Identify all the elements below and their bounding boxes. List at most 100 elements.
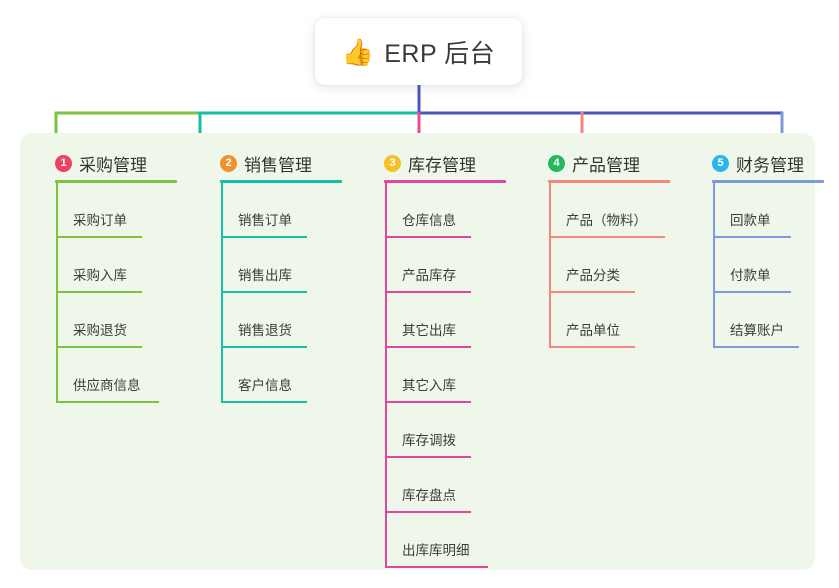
column-badge-icon: 4	[548, 154, 565, 172]
leaf-item[interactable]: 客户信息	[202, 348, 312, 403]
leaf-item-label: 客户信息	[238, 378, 292, 393]
column-spine	[56, 183, 58, 403]
root-node-card[interactable]: 👍 ERP 后台	[315, 18, 522, 85]
leaf-item[interactable]: 结算账户	[694, 293, 804, 348]
leaf-item-label: 回款单	[730, 213, 771, 228]
column-spine	[549, 183, 551, 348]
leaf-item[interactable]: 库存盘点	[366, 458, 476, 513]
column-header-2[interactable]: 2 销售管理	[202, 143, 342, 183]
column-items: 产品（物料） 产品分类产品单位	[530, 183, 665, 348]
column-badge-icon: 2	[220, 154, 237, 172]
leaf-item-rule	[713, 236, 791, 238]
leaf-item-label: 供应商信息	[73, 378, 141, 393]
leaf-item[interactable]: 其它出库	[366, 293, 476, 348]
leaf-item-label: 采购入库	[73, 268, 127, 283]
column-header-rule	[548, 180, 670, 183]
column-title: 产品管理	[572, 155, 640, 175]
leaf-item-rule	[549, 291, 635, 293]
leaf-item-label: 产品（物料）	[566, 213, 647, 228]
leaf-item-rule	[56, 401, 159, 403]
column-title: 库存管理	[408, 155, 476, 175]
leaf-item-label: 其它入库	[402, 378, 456, 393]
column-badge-icon: 3	[384, 154, 401, 172]
leaf-item-rule	[56, 291, 142, 293]
leaf-item-rule	[56, 236, 142, 238]
column-title: 销售管理	[244, 155, 312, 175]
leaf-item-label: 产品单位	[566, 323, 620, 338]
leaf-item[interactable]: 采购入库	[37, 238, 147, 293]
leaf-item-rule	[713, 291, 791, 293]
column-4: 4 产品管理产品（物料） 产品分类产品单位	[530, 143, 670, 348]
leaf-item[interactable]: 产品单位	[530, 293, 640, 348]
leaf-item[interactable]: 库存调拨	[366, 403, 476, 458]
column-5: 5 财务管理回款单付款单结算账户	[694, 143, 824, 348]
column-1: 1 采购管理采购订单采购入库采购退货供应商信息	[37, 143, 177, 403]
leaf-item-rule	[385, 236, 471, 238]
leaf-item[interactable]: 回款单	[694, 183, 804, 238]
column-2: 2 销售管理销售订单销售出库销售退货客户信息	[202, 143, 342, 403]
leaf-item[interactable]: 采购退货	[37, 293, 147, 348]
leaf-item-label: 销售出库	[238, 268, 292, 283]
thumbs-up-icon: 👍	[341, 36, 375, 67]
leaf-item-label: 付款单	[730, 268, 771, 283]
leaf-item-label: 产品分类	[566, 268, 620, 283]
leaf-item-rule	[221, 236, 307, 238]
column-header-3[interactable]: 3 库存管理	[366, 143, 506, 183]
leaf-item-label: 采购退货	[73, 323, 127, 338]
column-header-rule	[220, 180, 342, 183]
leaf-item-rule	[56, 346, 142, 348]
leaf-item[interactable]: 供应商信息	[37, 348, 159, 403]
leaf-item-rule	[385, 291, 471, 293]
leaf-item-label: 出库库明细	[402, 543, 470, 558]
leaf-item[interactable]: 销售订单	[202, 183, 312, 238]
column-3: 3 库存管理仓库信息产品库存其它出库其它入库库存调拨库存盘点出库库明细	[366, 143, 506, 568]
leaf-item-rule	[221, 401, 307, 403]
column-header-rule	[712, 180, 824, 183]
leaf-item-rule	[713, 346, 799, 348]
column-spine	[385, 183, 387, 568]
leaf-item[interactable]: 产品库存	[366, 238, 476, 293]
leaf-item[interactable]: 销售退货	[202, 293, 312, 348]
column-badge-icon: 1	[55, 154, 72, 172]
leaf-item[interactable]: 产品（物料）	[530, 183, 665, 238]
leaf-item[interactable]: 仓库信息	[366, 183, 476, 238]
column-header-1[interactable]: 1 采购管理	[37, 143, 177, 183]
leaf-item[interactable]: 销售出库	[202, 238, 312, 293]
leaf-item-rule	[549, 236, 665, 238]
leaf-item-label: 销售退货	[238, 323, 292, 338]
leaf-item-rule	[385, 456, 471, 458]
column-items: 回款单付款单结算账户	[694, 183, 804, 348]
leaf-item[interactable]: 采购订单	[37, 183, 147, 238]
leaf-item-rule	[221, 346, 307, 348]
leaf-item-label: 库存盘点	[402, 488, 456, 503]
column-title: 财务管理	[736, 155, 804, 175]
leaf-item-label: 销售订单	[238, 213, 292, 228]
leaf-item-label: 其它出库	[402, 323, 456, 338]
leaf-item-label: 结算账户	[730, 323, 784, 338]
leaf-item[interactable]: 付款单	[694, 238, 804, 293]
leaf-item[interactable]: 其它入库	[366, 348, 476, 403]
column-header-4[interactable]: 4 产品管理	[530, 143, 670, 183]
column-items: 仓库信息产品库存其它出库其它入库库存调拨库存盘点出库库明细	[366, 183, 488, 568]
leaf-item-label: 产品库存	[402, 268, 456, 283]
leaf-item-rule	[385, 401, 471, 403]
column-title: 采购管理	[79, 155, 147, 175]
leaf-item-rule	[221, 291, 307, 293]
root-node-title: ERP 后台	[384, 39, 496, 68]
column-header-rule	[55, 180, 177, 183]
column-spine	[713, 183, 715, 348]
leaf-item-rule	[549, 346, 635, 348]
leaf-item-label: 库存调拨	[402, 433, 456, 448]
leaf-item[interactable]: 出库库明细	[366, 513, 488, 568]
leaf-item-rule	[385, 566, 488, 568]
column-spine	[221, 183, 223, 403]
leaf-item-rule	[385, 511, 471, 513]
column-items: 销售订单销售出库销售退货客户信息	[202, 183, 312, 403]
leaf-item[interactable]: 产品分类	[530, 238, 640, 293]
diagram-panel	[20, 133, 815, 570]
column-badge-icon: 5	[712, 154, 729, 172]
column-header-5[interactable]: 5 财务管理	[694, 143, 824, 183]
leaf-item-rule	[385, 346, 471, 348]
leaf-item-label: 采购订单	[73, 213, 127, 228]
leaf-item-label: 仓库信息	[402, 213, 456, 228]
